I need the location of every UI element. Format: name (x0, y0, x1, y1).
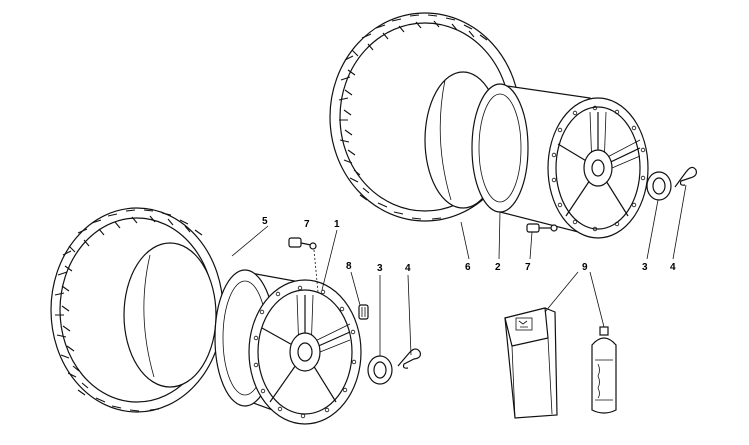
rear-clip (674, 166, 697, 188)
callout-rear-nut: 3 (642, 262, 648, 273)
front-rim-bolts (253, 285, 357, 419)
callout-front-nut: 3 (377, 263, 383, 274)
front-clip (397, 348, 421, 369)
front-balance-weight (358, 304, 369, 320)
callout-rear-tyre: 6 (465, 262, 471, 273)
front-tyre (50, 207, 224, 413)
rear-rim (471, 83, 649, 239)
front-rim (214, 269, 362, 425)
rear-rim-spokes (557, 111, 641, 217)
callout-front-clip: 4 (405, 263, 411, 274)
rear-nut (646, 171, 672, 201)
callout-repair-kit: 9 (582, 262, 588, 273)
front-valve (288, 237, 319, 293)
callout-front-valve: 7 (304, 219, 310, 230)
front-tyre-tread (54, 209, 203, 412)
front-rim-spokes (261, 294, 351, 403)
callout-front-rim: 1 (334, 219, 340, 230)
rear-valve (526, 223, 558, 233)
repair-kit-pouch (504, 307, 558, 419)
callout-rear-rim: 2 (495, 262, 501, 273)
callout-labels: 5 7 1 8 3 4 6 2 7 9 3 4 (262, 216, 676, 274)
rear-tyre-tread (338, 14, 488, 220)
callout-front-weight: 8 (346, 261, 352, 272)
callout-rear-clip: 4 (670, 262, 676, 273)
rear-rim-bolts (551, 105, 646, 232)
callout-front-tyre: 5 (262, 216, 268, 227)
leader-lines (231, 184, 687, 356)
repair-kit-spray-can (591, 326, 617, 414)
front-nut (367, 355, 393, 385)
callout-rear-valve: 7 (525, 262, 531, 273)
